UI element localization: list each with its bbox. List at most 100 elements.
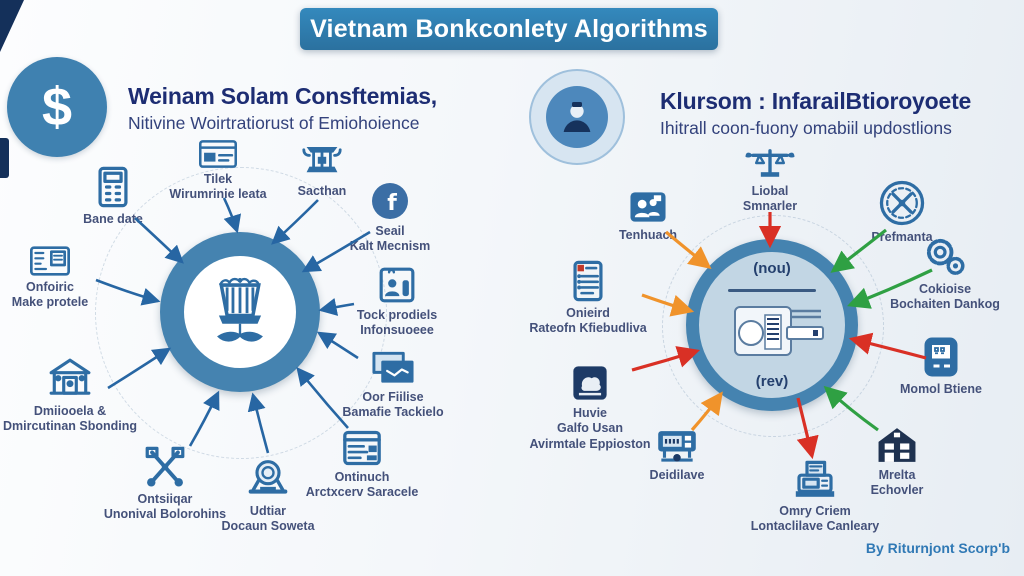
phone-icon — [924, 337, 958, 377]
spoke-tenhuach: Tenhuach — [573, 190, 723, 243]
spoke-momol: Momol Btiene — [866, 336, 1016, 397]
spoke-cokioise: Cokioise Bochaiten Dankog — [865, 236, 1024, 313]
spoke-udtiar: Udtiar Docaun Soweta — [193, 458, 343, 535]
spoke-label: Wirumrinie leata — [169, 187, 267, 202]
spoke-label: Infonsuoeee — [360, 323, 434, 338]
crossed-keys-icon — [145, 446, 185, 487]
spoke-ontsiiqar: Ontsiiqar Unonival Bolorohins — [90, 446, 240, 523]
round-emblem-icon — [879, 180, 925, 226]
people-group-icon — [630, 192, 666, 222]
spoke-label: Omry Criem — [779, 504, 851, 518]
spoke-bane-date: Bane date — [38, 166, 188, 227]
edge-sliver — [0, 138, 9, 178]
hub-divider — [728, 288, 816, 292]
crest-emblem-icon — [217, 277, 263, 342]
calculator-icon — [98, 166, 128, 208]
spoke-huvie: Huvie Galfo Usan Avirmtale Eppioston — [510, 364, 670, 452]
spoke-label: Huvie — [572, 406, 608, 420]
screens-icon — [372, 351, 414, 383]
spoke-label: Rateofn Kfiebudliva — [529, 321, 647, 336]
spoke-label: Mrelta — [878, 468, 916, 482]
browser-icon — [343, 430, 381, 466]
credit-text: By Riturnjont Scorp'b — [865, 540, 1010, 556]
title-banner: Vietnam Bonkconlety Algorithms — [300, 8, 718, 50]
facebook-icon: f — [372, 183, 408, 219]
spoke-label: Arctxcerv Saracele — [305, 485, 419, 500]
left-subheading: Nitivine Woirtratiorust of Emiohoience — [128, 113, 420, 133]
printer-icon — [795, 460, 835, 497]
spoke-label: Oor Fiilise — [362, 390, 424, 404]
spoke-onfoiric: Onfoiric Make protele — [0, 246, 105, 311]
left-heading: Weinam Solam Consftemias, — [128, 83, 437, 109]
spoke-label: Onfoiric — [26, 280, 74, 294]
dollar-circle-icon: $ — [7, 57, 107, 157]
spoke-label: Bane date — [83, 212, 143, 226]
spoke-seail: f Seail Kalt Mecnism — [315, 182, 465, 255]
id-card-icon — [30, 246, 70, 276]
spoke-label: Make protele — [11, 295, 89, 310]
bank-fountain-icon — [302, 147, 342, 173]
facebook-f-glyph: f — [387, 191, 397, 216]
dollar-glyph: $ — [41, 77, 73, 137]
right-hub: (nou) (rev) — [686, 239, 858, 411]
hub-bottom-label: (rev) — [755, 372, 789, 390]
spoke-label: Momol Btiene — [900, 382, 982, 396]
spoke-label: Ontsiiqar — [137, 492, 193, 506]
spoke-liobal: Liobal Smnarler — [695, 146, 845, 215]
spoke-label: Tilek — [203, 172, 233, 186]
spoke-label: Lontaclilave Canleary — [750, 519, 880, 534]
right-subheading: Ihitrall coon-fuony omabiil updostlions — [660, 118, 952, 138]
spoke-mrelta: Mrelta Echovler — [822, 426, 972, 499]
device-sketch-icon — [734, 306, 824, 357]
spoke-label: Ontinuch — [334, 470, 390, 484]
spoke-label: Onieird — [566, 306, 610, 320]
spoke-label: Bochaiten Dankog — [890, 297, 1000, 312]
spoke-label: Cokioise — [918, 282, 972, 296]
right-heading: Klursom : InfarailBtioroyoete — [660, 88, 972, 114]
spoke-label: Smnarler — [742, 199, 798, 214]
spoke-omry: Omry Criem Lontaclilave Canleary — [730, 460, 900, 535]
spoke-label: Dmiiooela & — [33, 404, 107, 418]
spoke-oor-fiilise: Oor Fiilise Bamafie Tackielo — [318, 350, 468, 421]
calculator-icon — [658, 431, 696, 462]
hub-top-label: (nou) — [753, 260, 791, 277]
spoke-label: Kalt Mecnism — [349, 239, 431, 254]
spoke-label: Udtiar — [249, 504, 287, 518]
people-photo-icon — [379, 267, 415, 303]
spoke-deidilave: Deidilave — [602, 428, 752, 483]
spoke-label: Deidilave — [649, 468, 705, 482]
spoke-sacthan: Sacthan — [247, 142, 397, 199]
person-icon — [563, 102, 591, 132]
scales-icon — [745, 149, 795, 177]
corner-triangle — [0, 0, 24, 52]
spoke-dmiiooela: Dmiiooela & Dmircutinan Sbonding — [0, 358, 140, 435]
house-bank-icon — [49, 358, 91, 395]
left-decor-ring — [95, 167, 387, 459]
spoke-label: Sacthan — [297, 184, 347, 198]
spoke-ontinuch: Ontinuch Arctxcerv Saracele — [287, 430, 437, 501]
spoke-label: Echovler — [870, 483, 924, 498]
person-logo-icon — [529, 69, 625, 165]
spoke-tilek: Tilek Wirumrinie leata — [143, 140, 293, 203]
page-title: Vietnam Bonkconlety Algorithms — [310, 14, 708, 43]
spoke-tock: Tock prodiels Infonsuoeee — [322, 266, 472, 339]
stamp-icon — [573, 366, 607, 400]
spoke-label: Docaun Soweta — [221, 519, 315, 534]
spoke-label: Bamafie Tackielo — [342, 405, 444, 420]
spoke-label: Dmircutinan Sbonding — [2, 419, 138, 434]
badge-icon — [248, 460, 288, 494]
document-icon — [573, 260, 603, 302]
spoke-label: Liobal — [751, 184, 789, 198]
spoke-label: Avirmtale Eppioston — [529, 436, 651, 451]
spoke-label: Tenhuach — [618, 228, 678, 242]
spoke-label: Galfo Usan — [557, 421, 623, 436]
card-icon — [199, 140, 237, 168]
spoke-label: Unonival Bolorohins — [103, 507, 227, 522]
spoke-label: Tock prodiels — [356, 308, 438, 322]
left-hub — [160, 232, 320, 392]
spoke-label: Seail — [375, 224, 405, 238]
spoke-onieird: Onieird Rateofn Kfiebudliva — [503, 260, 673, 337]
right-decor-ring — [662, 215, 884, 437]
house-icon — [878, 428, 916, 462]
gears-icon — [926, 238, 965, 275]
